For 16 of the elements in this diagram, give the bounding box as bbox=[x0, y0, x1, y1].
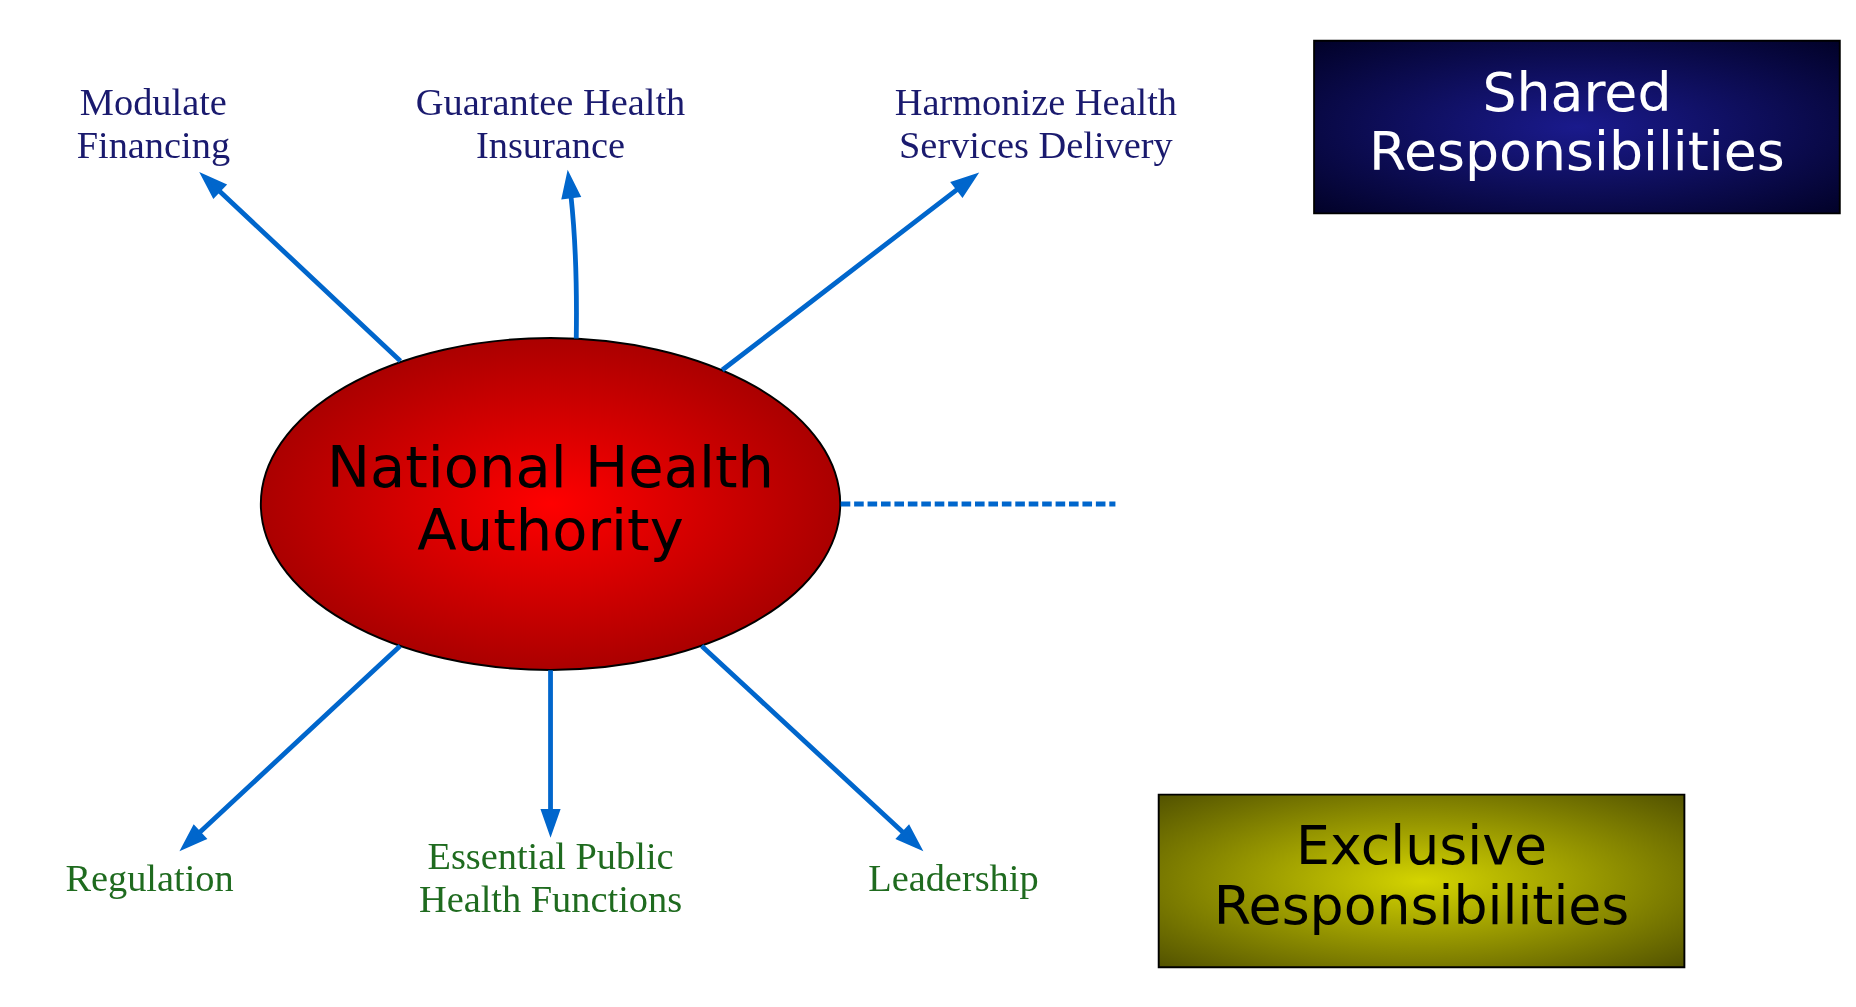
connector bbox=[840, 501, 1116, 506]
arrow bbox=[700, 643, 924, 851]
node-text: Essential Public Health Functions bbox=[418, 834, 683, 920]
node-text: Modulate Financing bbox=[76, 81, 231, 166]
node-box: Exclusive Responsibilities bbox=[1157, 793, 1686, 968]
arrow bbox=[540, 669, 561, 838]
node-text: Guarantee Health Insurance bbox=[415, 81, 686, 166]
node-box: Shared Responsibilities bbox=[1313, 39, 1841, 214]
node-text: Regulation bbox=[65, 856, 234, 899]
arrow bbox=[179, 643, 402, 851]
node-text: Leadership bbox=[868, 856, 1039, 899]
node-ellipse: National Health Authority bbox=[259, 336, 842, 671]
arrow bbox=[561, 169, 582, 338]
node-text: Harmonize Health Services Delivery bbox=[894, 81, 1178, 166]
arrow bbox=[199, 171, 403, 363]
arrow bbox=[720, 172, 980, 372]
